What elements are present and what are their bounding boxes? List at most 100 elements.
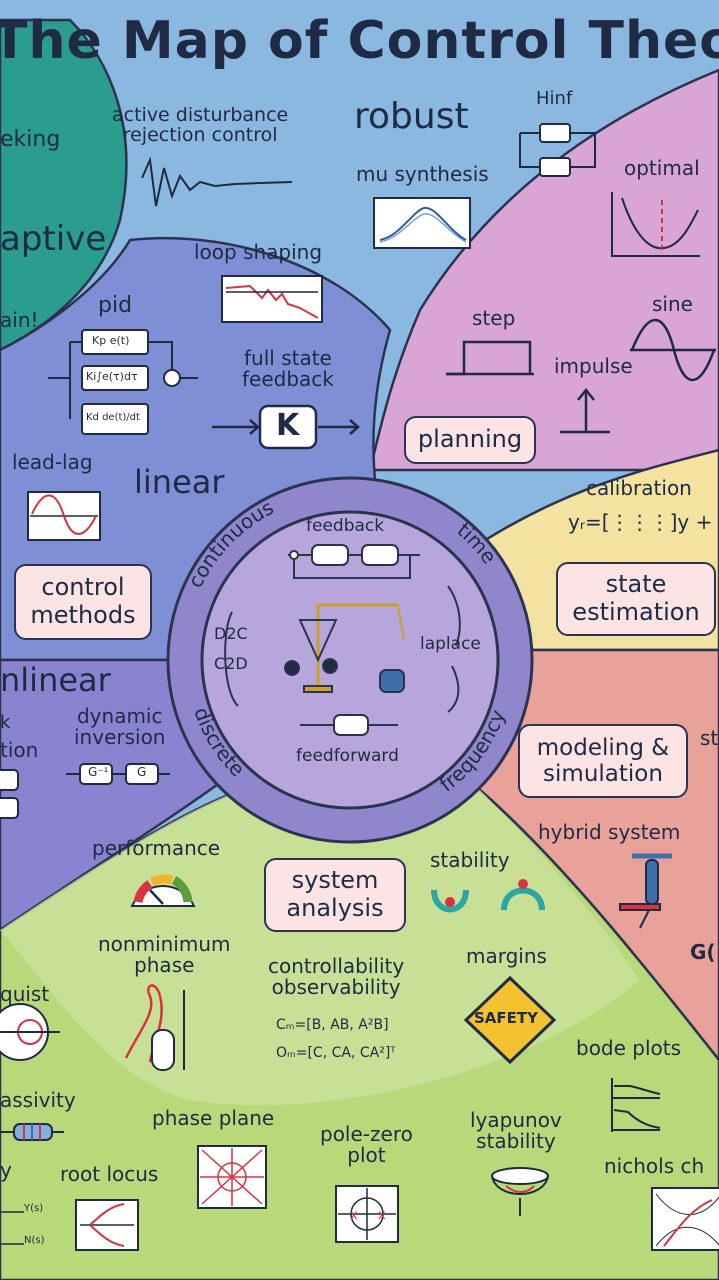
c2d-label: C2D xyxy=(214,654,248,673)
hybrid-system-illustration xyxy=(619,853,672,929)
nonlinear-title: nlinear xyxy=(0,661,111,699)
control-methods-box: control methods xyxy=(14,564,152,640)
dynamic-inversion-label: dynamic inversion xyxy=(74,704,166,749)
passivity-resistor xyxy=(0,1123,64,1141)
pendulum-illustration xyxy=(284,603,405,693)
nonlinear-partial-tion: tion xyxy=(0,738,39,762)
nyquist-plot xyxy=(0,1003,60,1061)
sine-label: sine xyxy=(652,292,693,316)
laplace-arrow-top xyxy=(447,585,461,647)
analysis-partial-y: y xyxy=(0,1158,12,1182)
adrc-label: active disturbance rejection control xyxy=(112,104,289,146)
pid-term-d: Kd de(t)/dt xyxy=(86,412,140,423)
k-block xyxy=(258,404,318,450)
calibration-equation: yᵣ=[⋮⋮⋮]y + b xyxy=(568,510,719,534)
safety-sign xyxy=(463,975,557,1065)
nonminimum-phase-label: nonminimum phase xyxy=(98,932,231,977)
optimal-label: optimal xyxy=(624,156,700,180)
fsf-arrows xyxy=(212,419,360,435)
adaptive-title: aptive xyxy=(0,219,107,259)
controllability-observability-label: controllability observability xyxy=(268,954,405,999)
phase-plane-label: phase plane xyxy=(152,1106,275,1130)
stability-label: stability xyxy=(430,848,510,872)
optimal-plot xyxy=(611,192,700,257)
hinf-label: Hinf xyxy=(536,88,573,109)
nichols-label: nichols ch xyxy=(604,1154,705,1178)
lyapunov-bowl xyxy=(491,1167,549,1216)
adaptive-partial-bottom: ain! xyxy=(0,308,39,332)
nonlinear-partial-k: k xyxy=(0,712,11,733)
lyapunov-label: lyapunov stability xyxy=(470,1108,562,1153)
k-label: K xyxy=(276,408,300,443)
hybrid-system-label: hybrid system xyxy=(538,820,681,844)
stability-icons xyxy=(431,879,545,913)
nichols-chart xyxy=(651,1187,719,1251)
pid-label: pid xyxy=(98,293,133,318)
linear-title: linear xyxy=(134,463,225,501)
modeling-partial-g: G( xyxy=(690,940,716,964)
svg-text:x: x xyxy=(350,1208,358,1223)
root-locus-label: root locus xyxy=(60,1162,159,1186)
loop-shaping-label: loop shaping xyxy=(194,240,323,264)
modeling-partial-st: st xyxy=(700,726,719,750)
robust-title: robust xyxy=(354,96,469,137)
loop-shaping-plot xyxy=(221,275,323,323)
feedback-diagram xyxy=(288,544,420,579)
io-arrows xyxy=(0,1211,24,1245)
impulse-signal xyxy=(560,387,610,434)
ys-label: Y(s) xyxy=(24,1203,44,1214)
d2c-arrow xyxy=(224,611,239,707)
feedforward-diagram xyxy=(300,714,398,736)
state-estimation-box: state estimation xyxy=(556,562,716,636)
nonlinear-partial-blocks xyxy=(0,769,19,819)
leadlag-plot xyxy=(27,491,101,541)
nyquist-label: quist xyxy=(0,982,50,1006)
ns-label: N(s) xyxy=(24,1235,45,1246)
calibration-label: calibration xyxy=(586,476,692,500)
g-label: G xyxy=(137,765,147,779)
adrc-squiggle xyxy=(141,156,293,207)
controllability-matrix: Cₘ=[B, AB, A²B] xyxy=(276,1017,389,1033)
dynamic-inversion-diagram xyxy=(66,763,170,785)
passivity-label: assivity xyxy=(0,1088,76,1112)
pid-diagram xyxy=(48,329,198,435)
adaptive-partial-top: eking xyxy=(0,127,61,152)
lead-lag-label: lead-lag xyxy=(12,450,93,474)
laplace-label: laplace xyxy=(420,634,481,654)
feedforward-label: feedforward xyxy=(296,746,399,766)
pole-zero-plot: x x xyxy=(335,1185,399,1243)
d2c-label: D2C xyxy=(214,624,248,643)
full-state-feedback-label: full state feedback xyxy=(242,346,334,391)
pid-term-p: Kp e(t) xyxy=(92,334,130,347)
safety-label: SAFETY xyxy=(474,1009,538,1027)
bode-plots-label: bode plots xyxy=(576,1036,682,1060)
mu-synthesis-plot xyxy=(373,197,471,249)
g-inverse-label: G⁻¹ xyxy=(88,765,109,779)
sine-signal xyxy=(630,318,716,382)
svg-text:x: x xyxy=(378,1208,386,1223)
bode-plot xyxy=(611,1078,661,1132)
performance-label: performance xyxy=(92,836,221,860)
system-analysis-box: system analysis xyxy=(264,858,406,932)
feedback-label: feedback xyxy=(306,516,385,536)
region-planning xyxy=(368,68,719,472)
hinf-diagram xyxy=(519,123,596,177)
hub-inner xyxy=(200,510,500,810)
margins-label: margins xyxy=(466,944,547,968)
phase-plane-plot xyxy=(197,1145,267,1209)
mu-synthesis-label: mu synthesis xyxy=(356,162,489,186)
planning-box: planning xyxy=(404,416,536,464)
nonminimum-phase-illustration xyxy=(124,984,185,1071)
observability-matrix: Oₘ=[C, CA, CA²]ᵀ xyxy=(276,1045,396,1061)
impulse-label: impulse xyxy=(554,354,633,378)
root-locus-plot xyxy=(75,1199,139,1251)
map-title: The Map of Control Theory xyxy=(0,11,719,71)
laplace-arrow-bottom xyxy=(447,665,460,713)
pole-zero-label: pole-zero plot xyxy=(320,1122,413,1167)
modeling-simulation-box: modeling & simulation xyxy=(518,724,688,798)
step-label: step xyxy=(472,306,516,330)
pid-term-i: Ki∫e(τ)dτ xyxy=(86,370,138,383)
performance-gauge xyxy=(130,874,196,907)
